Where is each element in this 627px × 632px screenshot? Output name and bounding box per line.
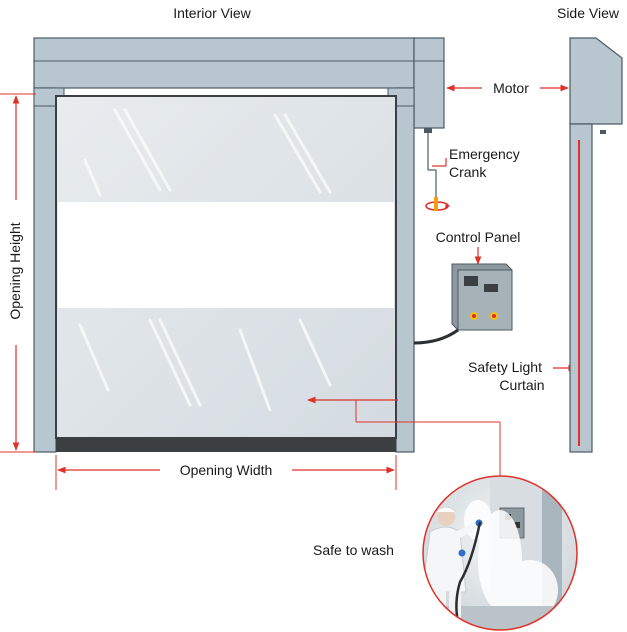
control-panel-label: Control Panel	[436, 229, 521, 245]
rotation-arrow-icon	[425, 197, 450, 211]
opening-width-dimension: Opening Width	[55, 455, 397, 490]
opening-height-dimension: Opening Height	[0, 93, 36, 453]
wash-pointer	[307, 396, 501, 476]
emergency-crank-label-line2: Crank	[449, 164, 487, 180]
right-column	[395, 87, 415, 453]
motor-label: Motor	[493, 80, 529, 96]
emergency-crank-label-line1: Emergency	[449, 146, 520, 162]
control-panel: Control Panel	[413, 229, 521, 345]
safety-light-curtain-callout: Safety Light Curtain	[468, 359, 577, 393]
side-view	[569, 37, 623, 453]
bottom-bar	[56, 438, 396, 452]
opening-height-label: Opening Height	[7, 222, 23, 319]
left-column	[33, 87, 57, 453]
safety-light-curtain-label-line2: Curtain	[499, 377, 544, 393]
emergency-crank: Emergency Crank	[425, 133, 520, 211]
side-view-title: Side View	[557, 5, 620, 21]
door-frame	[33, 37, 445, 453]
opening-width-label: Opening Width	[180, 462, 273, 478]
door-curtain	[55, 95, 397, 452]
vision-window-band	[58, 202, 394, 308]
motor-callout: Motor	[446, 80, 569, 96]
washing-worker-photo	[422, 475, 578, 631]
motor-housing	[413, 37, 445, 129]
interior-view-title: Interior View	[173, 5, 251, 21]
safety-light-curtain-label-line1: Safety Light	[468, 359, 542, 375]
safe-to-wash-label: Safe to wash	[313, 542, 394, 558]
